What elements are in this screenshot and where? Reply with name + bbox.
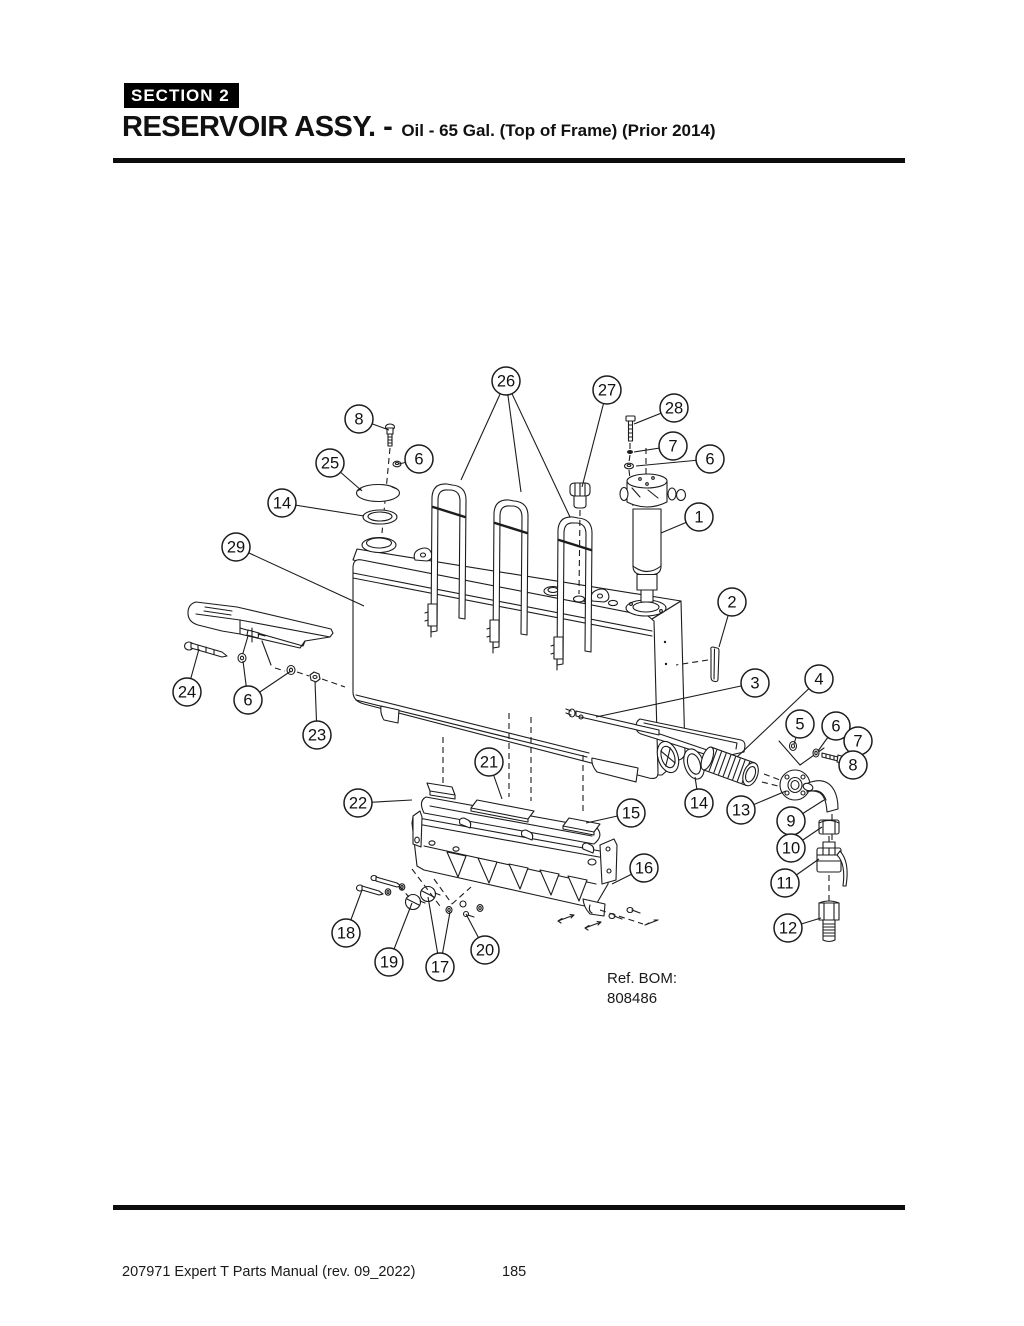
svg-text:16: 16 <box>635 860 653 878</box>
svg-text:8: 8 <box>848 757 857 775</box>
callout-23 <box>303 721 331 749</box>
callout-15 <box>617 799 645 827</box>
svg-text:4: 4 <box>814 671 823 689</box>
ref-bom-label: Ref. BOM: <box>607 970 678 987</box>
callout-16 <box>630 854 658 882</box>
callout-8 <box>839 751 867 779</box>
svg-text:27: 27 <box>598 382 616 400</box>
reservoir-tank <box>353 538 685 783</box>
callout-19 <box>375 948 403 976</box>
svg-text:28: 28 <box>665 400 683 418</box>
svg-text:15: 15 <box>622 805 640 823</box>
callout-1 <box>685 503 713 531</box>
callout-4 <box>805 665 833 693</box>
callout-17 <box>426 953 454 981</box>
plate-part <box>676 647 719 682</box>
svg-text:18: 18 <box>337 925 355 943</box>
callout-7 <box>659 432 687 460</box>
hold-down-straps <box>425 484 592 670</box>
header-rule <box>113 158 905 163</box>
page-title: RESERVOIR ASSY. - Oil - 65 Gal. (Top of F… <box>122 111 716 144</box>
callout-11 <box>771 869 799 897</box>
svg-text:5: 5 <box>795 716 804 734</box>
callout-8 <box>345 405 373 433</box>
callout-13 <box>727 796 755 824</box>
callout-10 <box>777 834 805 862</box>
filler-cap-stack <box>357 424 402 533</box>
svg-text:9: 9 <box>786 813 795 831</box>
footer-document-title: 207971 Expert T Parts Manual (rev. 09_20… <box>122 1264 416 1280</box>
return-filter-assembly <box>570 416 686 602</box>
svg-text:22: 22 <box>349 795 367 813</box>
svg-text:21: 21 <box>480 754 498 772</box>
svg-text:14: 14 <box>690 795 708 813</box>
svg-text:7: 7 <box>668 438 677 456</box>
callout-6 <box>696 445 724 473</box>
svg-text:24: 24 <box>178 684 196 702</box>
footer-rule <box>113 1205 905 1210</box>
section-badge: SECTION 2 <box>124 83 239 108</box>
callout-14 <box>268 489 296 517</box>
callout-3 <box>741 669 769 697</box>
svg-text:29: 29 <box>227 539 245 557</box>
callout-27 <box>593 376 621 404</box>
svg-text:26: 26 <box>497 373 515 391</box>
callout-22 <box>344 789 372 817</box>
svg-text:23: 23 <box>308 727 326 745</box>
callout-29 <box>222 533 250 561</box>
svg-text:6: 6 <box>705 451 714 469</box>
callout-28 <box>660 394 688 422</box>
svg-text:6: 6 <box>243 692 252 710</box>
callout-20 <box>471 936 499 964</box>
callout-14 <box>685 789 713 817</box>
svg-text:20: 20 <box>476 942 494 960</box>
guard-assembly <box>412 713 617 916</box>
ref-bom-number: 808486 <box>607 990 658 1007</box>
callout-26 <box>492 367 520 395</box>
ref-bom: Ref. BOM: 808486 <box>607 969 677 1009</box>
svg-text:8: 8 <box>354 411 363 429</box>
svg-text:14: 14 <box>273 495 291 513</box>
svg-text:25: 25 <box>321 455 339 473</box>
callout-18 <box>332 919 360 947</box>
svg-text:6: 6 <box>831 718 840 736</box>
svg-text:10: 10 <box>782 840 800 858</box>
callout-2 <box>718 588 746 616</box>
bracket-assembly <box>185 602 346 687</box>
svg-text:17: 17 <box>431 959 449 977</box>
callout-21 <box>475 748 503 776</box>
callout-6 <box>822 712 850 740</box>
svg-text:13: 13 <box>732 802 750 820</box>
callout-25 <box>316 449 344 477</box>
title-subtitle: Oil - 65 Gal. (Top of Frame) (Prior 2014… <box>401 121 716 140</box>
mounting-hardware <box>357 869 659 930</box>
suction-line-parts <box>566 709 847 942</box>
callout-5 <box>786 710 814 738</box>
callout-12 <box>774 914 802 942</box>
svg-text:6: 6 <box>414 451 423 469</box>
svg-text:12: 12 <box>779 920 797 938</box>
svg-text:19: 19 <box>380 954 398 972</box>
footer-page-number: 185 <box>502 1264 527 1280</box>
callout-6 <box>234 686 262 714</box>
title-main: RESERVOIR ASSY. - <box>122 111 393 143</box>
callout-24 <box>173 678 201 706</box>
svg-text:7: 7 <box>853 733 862 751</box>
svg-text:1: 1 <box>694 509 703 527</box>
svg-text:3: 3 <box>750 675 759 693</box>
svg-text:11: 11 <box>776 875 793 893</box>
svg-text:2: 2 <box>727 594 736 612</box>
callout-6 <box>405 445 433 473</box>
